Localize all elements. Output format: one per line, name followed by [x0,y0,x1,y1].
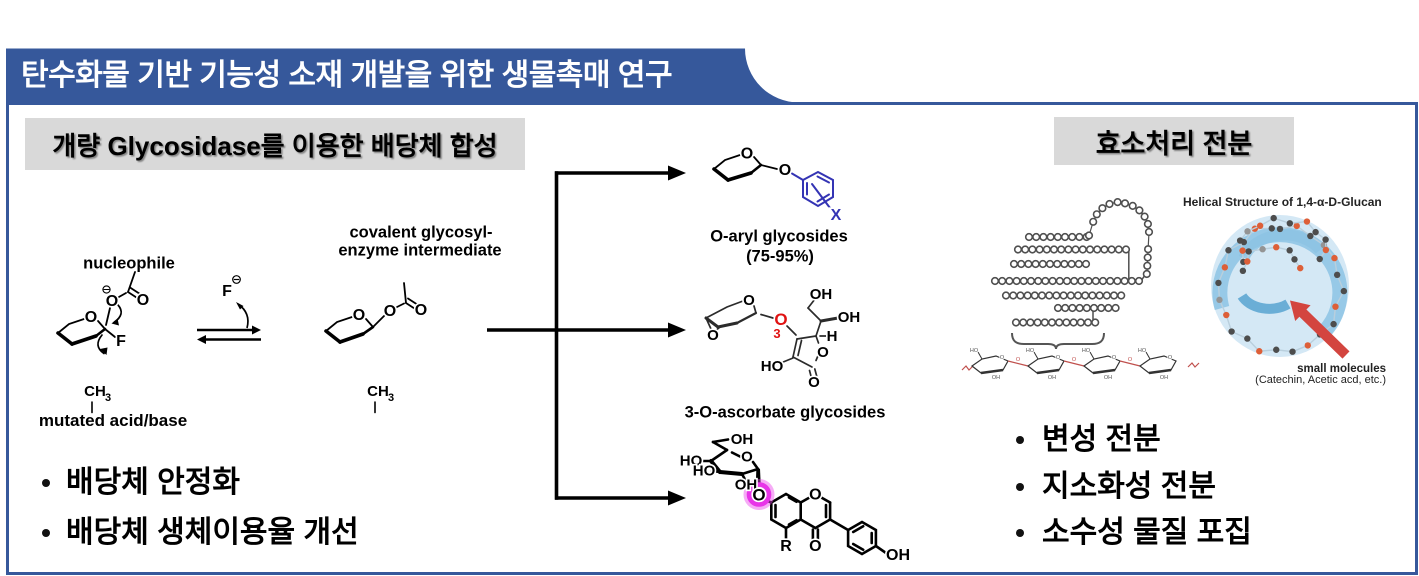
label-helix-title: Helical Structure of 1,4-α-D-Glucan [1183,195,1382,209]
label-ascorbate-glycosides: 3-O-ascorbate glycosides [684,403,886,422]
bullet-dot [42,479,50,487]
left-bullet-1: 배당체 안정화 [66,466,240,499]
right-section-header: 효소처리 전분 [1054,117,1294,165]
label-o-aryl-glycosides: O-aryl glycosides [710,227,848,246]
label-mutated-acid-base: mutated acid/base [38,411,188,430]
main-content-box [6,102,1418,575]
label-small-molecules: small molecules [1297,363,1386,375]
bullet-dot [1016,483,1024,491]
right-bullet-3: 소수성 물질 포집 [1042,516,1252,549]
bullet-dot [1016,436,1024,444]
label-o-aryl-yield: (75-95%) [746,247,814,266]
bullet-dot [42,529,50,537]
right-bullet-2: 지소화성 전분 [1042,470,1216,503]
label-covalent-1: covalent glycosyl- [349,223,493,242]
left-bullet-2: 배당체 생체이용율 개선 [66,516,359,549]
label-covalent-2: enzyme intermediate [338,241,502,260]
bullet-dot [1016,529,1024,537]
right-bullet-1: 변성 전분 [1042,423,1161,456]
label-nucleophile: nucleophile [83,254,175,273]
page-title: 탄수화물 기반 기능성 소재 개발을 위한 생물촉매 연구 [21,59,673,92]
label-small-molecules-detail: (Catechin, Acetic acd, etc.) [1255,374,1386,386]
left-section-header: 개량 Glycosidase를 이용한 배당체 합성 [25,118,525,170]
